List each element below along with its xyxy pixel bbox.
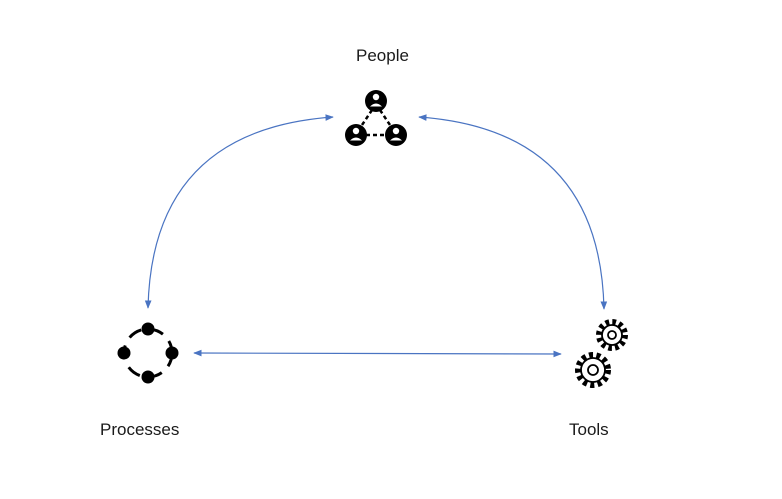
processes-label: Processes — [100, 420, 180, 439]
people-label: People — [356, 46, 409, 65]
connector-people-processes — [144, 114, 334, 309]
gears-icon — [575, 319, 628, 388]
people-network-icon — [345, 90, 407, 146]
connector-people-tools — [418, 114, 608, 310]
process-cycle-icon — [117, 322, 179, 384]
tools-label: Tools — [569, 420, 609, 439]
connector-processes-tools — [193, 349, 562, 358]
